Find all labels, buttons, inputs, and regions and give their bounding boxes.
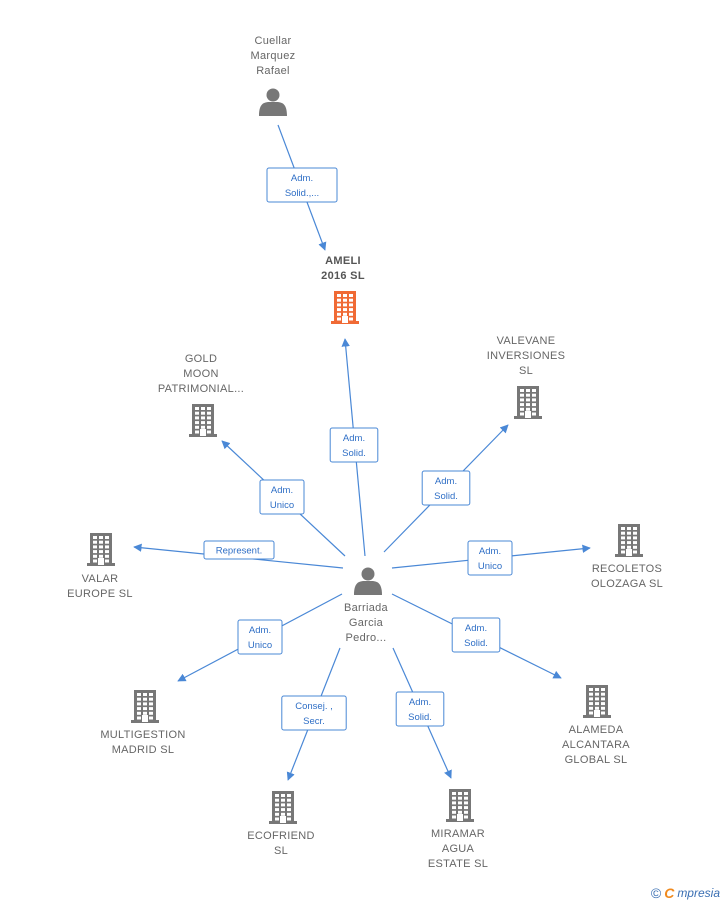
building-icon[interactable] (189, 404, 217, 437)
edge-label-box (329, 427, 379, 463)
node-label-ameli: 2016 SL (321, 270, 365, 282)
node-label-valevane: INVERSIONES (487, 350, 566, 362)
building-icon[interactable] (131, 690, 159, 723)
building-icon[interactable] (331, 291, 359, 324)
edge-label-text: Unico (478, 561, 502, 572)
node-label-recoletos: OLOZAGA SL (591, 578, 663, 590)
node-gold[interactable]: GOLD MOON PATRIMONIAL... (158, 353, 244, 437)
node-label-valevane: SL (519, 365, 533, 377)
edge-label-text: Represent. (216, 546, 262, 557)
edge-label-text: Unico (270, 500, 294, 511)
edge-label-barriada-ameli[interactable]: Adm. Solid. (329, 427, 379, 463)
edge-label-text: Adm. (249, 625, 271, 636)
person-icon[interactable] (354, 567, 382, 596)
edge-label-text: Adm. (409, 697, 431, 708)
brand-logo-initial: C (664, 885, 675, 901)
node-miramar[interactable]: MIRAMAR AGUA ESTATE SL (428, 789, 488, 870)
node-label-gold: PATRIMONIAL... (158, 383, 244, 395)
edge-label-barriada-recoletos[interactable]: Adm. Unico (467, 540, 513, 576)
edge-label-text: Solid. (434, 491, 458, 502)
edge-label-text: Consej. , (295, 701, 333, 712)
edge-label-text: Unico (248, 640, 272, 651)
edge-label-text: Adm. (465, 623, 487, 634)
edge-label-box (421, 470, 471, 506)
node-label-miramar: ESTATE SL (428, 858, 488, 870)
building-icon[interactable] (87, 533, 115, 566)
node-label-multigestion: MULTIGESTION (100, 729, 185, 741)
node-label-cuellar: Rafael (256, 65, 290, 77)
node-ameli[interactable]: AMELI 2016 SL (321, 255, 365, 324)
building-icon[interactable] (269, 791, 297, 824)
node-label-alameda: ALAMEDA (569, 724, 624, 736)
building-icon[interactable] (583, 685, 611, 718)
node-label-cuellar: Cuellar (255, 35, 292, 47)
edge-label-text: Solid. (408, 712, 432, 723)
edge-label-text: Adm. (435, 476, 457, 487)
edge-label-barriada-ecofriend[interactable]: Consej. , Secr. (281, 695, 347, 731)
edge-label-text: Adm. (271, 485, 293, 496)
node-label-ameli: AMELI (325, 255, 361, 267)
building-icon[interactable] (514, 386, 542, 419)
edge-label-box (259, 479, 305, 515)
node-label-barriada: Garcia (349, 617, 384, 629)
node-label-recoletos: RECOLETOS (592, 563, 662, 575)
node-label-alameda: ALCANTARA (562, 739, 630, 751)
person-icon[interactable] (259, 88, 287, 117)
edge-label-box (281, 695, 347, 731)
node-label-valar: EUROPE SL (67, 588, 133, 600)
node-valar[interactable]: VALAR EUROPE SL (67, 533, 133, 600)
node-label-barriada: Barriada (344, 602, 389, 614)
edge-label-box (203, 540, 275, 560)
node-label-cuellar: Marquez (251, 50, 296, 62)
edge-label-barriada-alameda[interactable]: Adm. Solid. (451, 617, 501, 653)
node-ecofriend[interactable]: ECOFRIEND SL (247, 791, 314, 857)
node-label-miramar: MIRAMAR (431, 828, 485, 840)
node-label-ecofriend: ECOFRIEND (247, 830, 314, 842)
node-alameda[interactable]: ALAMEDA ALCANTARA GLOBAL SL (562, 685, 630, 766)
edge-label-text: Solid. (342, 448, 366, 459)
node-label-gold: GOLD (185, 353, 217, 365)
edge-label-text: Secr. (303, 716, 325, 727)
edge-label-barriada-valar[interactable]: Represent. (203, 540, 275, 560)
node-label-miramar: AGUA (442, 843, 475, 855)
edge-label-box (266, 167, 338, 203)
edge-label-box (237, 619, 283, 655)
brand-name: mpresia (677, 886, 720, 900)
edge-label-barriada-multigestion[interactable]: Adm. Unico (237, 619, 283, 655)
edge-label-text: Adm. (343, 433, 365, 444)
node-recoletos[interactable]: RECOLETOS OLOZAGA SL (591, 524, 663, 590)
node-label-alameda: GLOBAL SL (565, 754, 628, 766)
node-label-barriada: Pedro... (346, 632, 387, 644)
edge-label-cuellar-ameli[interactable]: Adm. Solid.,... (266, 167, 338, 203)
edge-label-text: Adm. (479, 546, 501, 557)
node-label-multigestion: MADRID SL (112, 744, 175, 756)
edge-label-text: Solid.,... (285, 188, 319, 199)
edge-label-text: Solid. (464, 638, 488, 649)
node-multigestion[interactable]: MULTIGESTION MADRID SL (100, 690, 185, 756)
building-icon[interactable] (446, 789, 474, 822)
edge-label-barriada-miramar[interactable]: Adm. Solid. (395, 691, 445, 727)
node-label-valevane: VALEVANE (497, 335, 556, 347)
edge-label-box (395, 691, 445, 727)
edge-label-barriada-valevane[interactable]: Adm. Solid. (421, 470, 471, 506)
node-barriada[interactable]: BarriadaGarciaPedro... (344, 567, 389, 645)
node-label-gold: MOON (183, 368, 218, 380)
edge-label-box (467, 540, 513, 576)
node-label-valar: VALAR (82, 573, 119, 585)
node-label-ecofriend: SL (274, 845, 288, 857)
edge-label-text: Adm. (291, 173, 313, 184)
building-icon[interactable] (615, 524, 643, 557)
edge-label-barriada-gold[interactable]: Adm. Unico (259, 479, 305, 515)
node-valevane[interactable]: VALEVANE INVERSIONES SL (487, 335, 566, 419)
edge-label-box (451, 617, 501, 653)
copyright-icon: © (650, 885, 662, 901)
